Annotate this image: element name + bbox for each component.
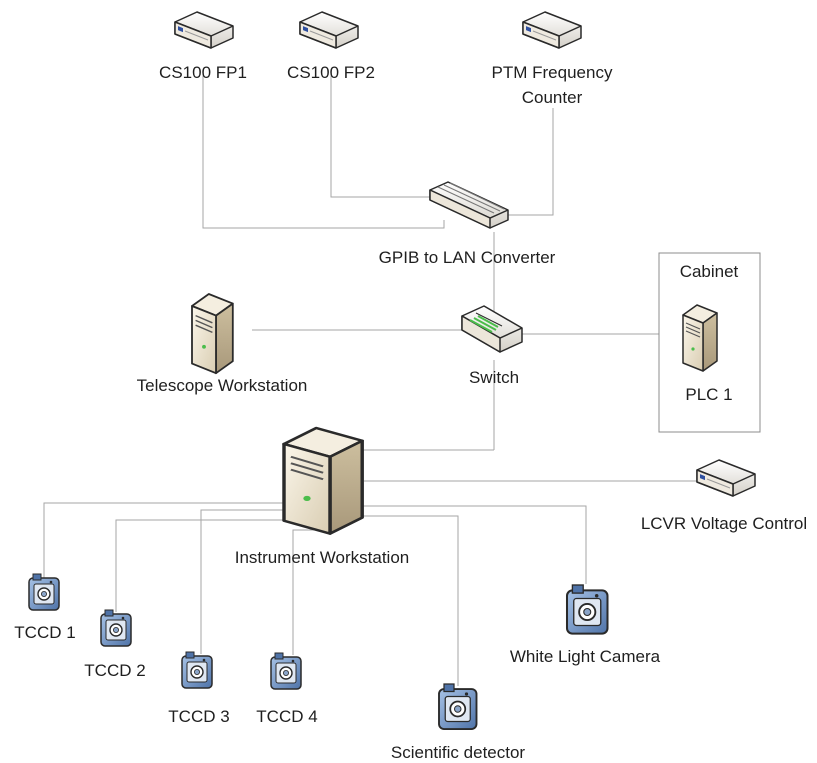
tccd4-label: TCCD 4 <box>256 707 317 726</box>
tccd2-label: TCCD 2 <box>84 661 145 680</box>
wire-fp2-converter <box>330 72 433 198</box>
rack-device-icon <box>522 11 582 49</box>
camera-icon <box>181 651 213 689</box>
server-icon <box>682 304 718 372</box>
instrument-workstation-label: Instrument Workstation <box>235 548 409 567</box>
camera-icon <box>565 583 609 635</box>
tccd2-camera[interactable]: TCCD 2 <box>84 609 146 680</box>
cabinet-group[interactable]: Cabinet PLC 1 <box>680 262 739 404</box>
camera-icon <box>28 573 60 611</box>
lcvr-label: LCVR Voltage Control <box>641 514 807 533</box>
gpib-converter-label: GPIB to LAN Converter <box>379 248 556 267</box>
camera-icon <box>438 683 478 730</box>
rack-device-icon <box>299 11 359 49</box>
plc1-label: PLC 1 <box>685 385 732 404</box>
cs100-fp1-label: CS100 FP1 <box>159 63 247 82</box>
wire-instrument-scientific <box>360 515 459 686</box>
ptm-label-line1: PTM Frequency <box>492 63 613 82</box>
server-icon <box>282 426 364 536</box>
cs100-fp1-device[interactable]: CS100 FP1 <box>159 11 247 82</box>
connection-lines <box>43 72 703 686</box>
switch-label: Switch <box>469 368 519 387</box>
wire-instrument-tccd4 <box>292 529 315 655</box>
telescope-workstation-device[interactable]: Telescope Workstation <box>137 293 308 395</box>
white-light-camera[interactable]: White Light Camera <box>510 583 661 666</box>
tccd4-camera[interactable]: TCCD 4 <box>256 652 318 726</box>
gpib-converter-device[interactable]: GPIB to LAN Converter <box>379 181 556 267</box>
wire-instrument-tccd3 <box>200 509 286 654</box>
wire-fp1-converter <box>202 72 445 229</box>
scientific-detector-label: Scientific detector <box>391 743 526 762</box>
wire-instrument-tccd1 <box>43 502 286 578</box>
tccd1-camera[interactable]: TCCD 1 <box>14 573 76 642</box>
network-switch-device[interactable]: Switch <box>461 305 523 387</box>
rack-device-icon <box>696 459 756 497</box>
scientific-detector-camera[interactable]: Scientific detector <box>391 683 526 762</box>
lcvr-voltage-control-device[interactable]: LCVR Voltage Control <box>641 459 807 533</box>
cabinet-box <box>658 252 761 433</box>
instrument-workstation-device[interactable]: Instrument Workstation <box>235 426 409 567</box>
wire-instrument-whitelight <box>362 505 587 584</box>
camera-icon <box>270 652 302 690</box>
camera-icon <box>100 609 132 647</box>
server-icon <box>191 293 234 375</box>
cabinet-label: Cabinet <box>680 262 739 281</box>
cs100-fp2-label: CS100 FP2 <box>287 63 375 82</box>
tccd1-label: TCCD 1 <box>14 623 75 642</box>
cs100-fp2-device[interactable]: CS100 FP2 <box>287 11 375 82</box>
switch-icon <box>461 305 523 353</box>
converter-icon <box>429 181 509 229</box>
telescope-workstation-label: Telescope Workstation <box>137 376 308 395</box>
white-light-camera-label: White Light Camera <box>510 647 661 666</box>
rack-device-icon <box>174 11 234 49</box>
ptm-frequency-counter-device[interactable]: PTM Frequency Counter <box>492 11 613 107</box>
wire-ptm-converter <box>508 108 554 216</box>
ptm-label-line2: Counter <box>522 88 583 107</box>
tccd3-camera[interactable]: TCCD 3 <box>168 651 230 726</box>
tccd3-label: TCCD 3 <box>168 707 229 726</box>
wire-instrument-tccd2 <box>115 519 286 612</box>
